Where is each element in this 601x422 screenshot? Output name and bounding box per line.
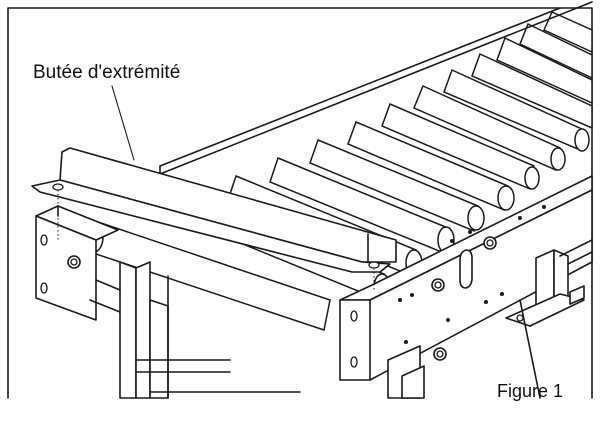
roller [471,52,593,130]
back-rail-lower-edge [159,1,593,175]
left-legs [89,261,301,399]
end-stop-bar [31,147,397,290]
roller [519,22,593,80]
roller [309,139,485,233]
roller [543,11,593,54]
roller [443,68,590,152]
back-rail-top-edge [159,7,561,167]
callout-leader-line [111,85,135,161]
right-support [505,239,593,327]
end-stop-callout-label: Butée d'extrémité [33,62,181,83]
roller [347,121,515,212]
left-end-plate [35,205,119,321]
figure-caption: Figure 1 [497,381,564,401]
roller [381,102,540,191]
roller [413,84,566,172]
front-legs [387,299,541,399]
roller [496,36,593,105]
front-side-rail [339,175,593,381]
